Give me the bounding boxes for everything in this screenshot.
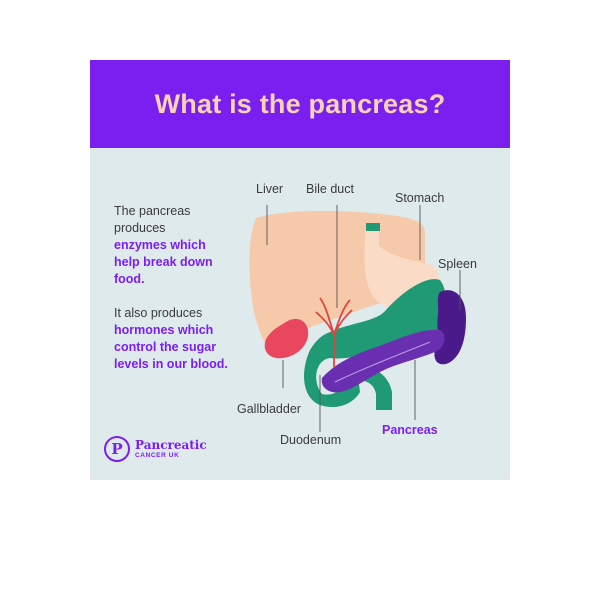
label-spleen: Spleen [438,257,477,271]
label-duodenum: Duodenum [280,433,342,447]
label-pancreas: Pancreas [382,423,438,437]
label-liver: Liver [256,182,284,196]
intro-enzymes-text: The pancreas produces [114,204,191,235]
oesophagus-shape [366,223,380,231]
logo-subtitle: CANCER UK [135,451,180,459]
title-banner: What is the pancreas? [90,60,510,148]
pancreatic-duct [334,341,431,383]
infographic-card: What is the pancreas? The pancreas produ… [90,60,510,480]
intro-hormones-highlight: hormones which control the sugar levels … [114,323,228,371]
bile-duct-shape [315,297,353,368]
label-stomach: Stomach [395,191,445,205]
anatomy-diagram [249,205,466,432]
duodenum-shape [304,279,446,408]
pancreatic-cancer-uk-logo: P Pancreatic CANCER UK [104,436,207,462]
logo-name: Pancreatic [135,437,207,452]
gallbladder-shape [264,318,309,359]
intro-enzymes: The pancreas produces enzymes which help… [114,203,234,288]
label-bile-duct: Bile duct [306,182,354,196]
page-title: What is the pancreas? [154,88,446,119]
intro-hormones: It also produces hormones which control … [114,305,234,373]
intro-enzymes-highlight: enzymes which help break down food. [114,238,213,286]
spleen-shape [434,290,466,365]
intro-hormones-text: It also produces [114,306,203,320]
label-gallbladder: Gallbladder [237,402,301,416]
logo-p-icon: P [104,436,130,462]
